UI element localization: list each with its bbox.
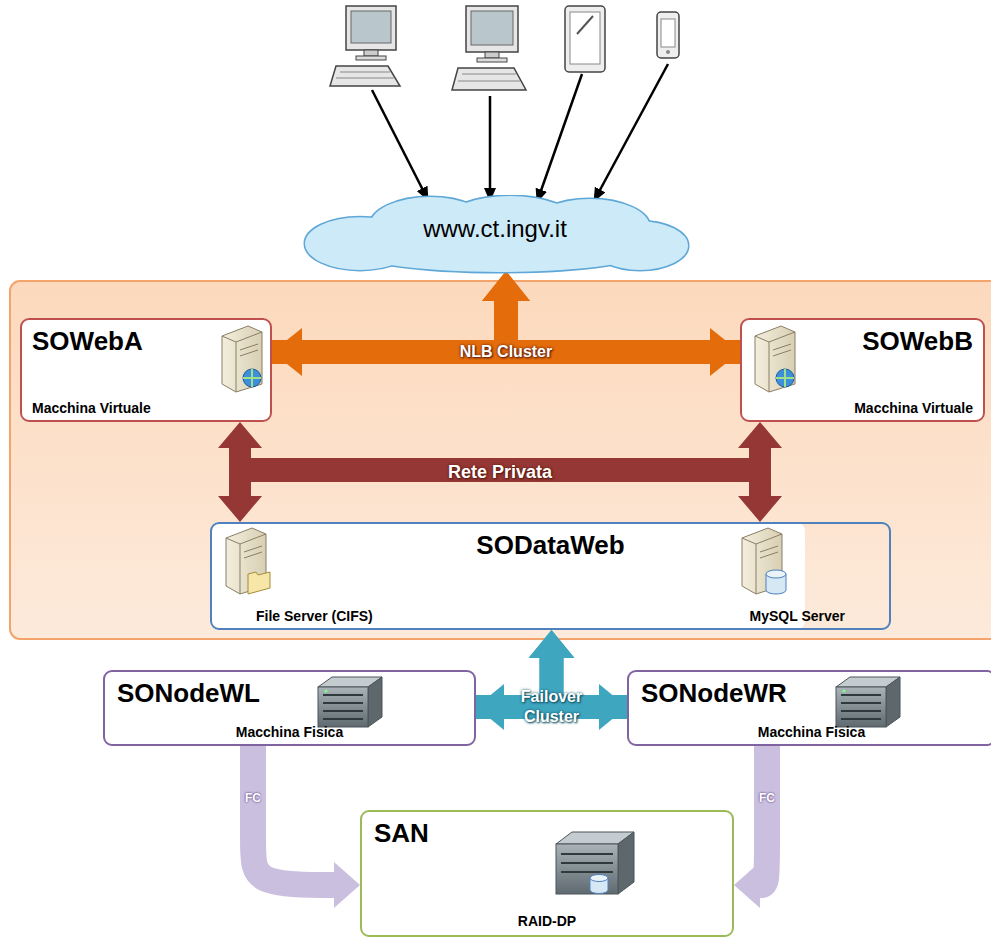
- site-address: www.ct.ingv.it: [300, 215, 690, 243]
- file-server-icon: [226, 528, 270, 594]
- web-server-icon: [222, 326, 262, 392]
- client-arrows: [372, 64, 668, 202]
- server-role: Macchina Fisica: [629, 724, 991, 740]
- database-server-icon: [742, 528, 786, 594]
- web-server-icon: [755, 326, 795, 392]
- smartphone-device: [657, 12, 679, 58]
- server-role: File Server (CIFS): [256, 608, 373, 624]
- server-role: Macchina Virtuale: [32, 400, 151, 416]
- physical-machine-box: SONodeWR Macchina Fisica: [627, 670, 991, 746]
- fibre-channel-arrow: [760, 746, 767, 885]
- rack-server-icon: [318, 677, 382, 727]
- storage-array-icon: [556, 832, 634, 894]
- link-type-label: FC: [245, 791, 261, 805]
- desktop-pc: [452, 6, 526, 90]
- private-network-bar: [240, 458, 760, 482]
- cluster-label: Failover Cluster: [512, 687, 592, 727]
- server-panel: [10, 281, 991, 639]
- server-name: SOWebB: [862, 326, 973, 356]
- rack-server-icon: [836, 677, 900, 727]
- server-name: SODataWeb: [212, 530, 889, 560]
- server-role: MySQL Server: [750, 608, 845, 624]
- cluster-label: Rete Privata: [448, 462, 552, 483]
- virtual-machine-box: SOWebB Macchina Virtuale: [740, 318, 985, 422]
- cloud-node: www.ct.ingv.it: [300, 195, 690, 274]
- server-name: SAN: [374, 818, 429, 848]
- cluster-arrow: [749, 448, 771, 496]
- server-name: SONodeWL: [117, 678, 260, 708]
- storage-box: SAN RAID-DP: [360, 810, 734, 937]
- virtual-machine-box: SOWebA Macchina Virtuale: [20, 318, 272, 422]
- server-role: Macchina Virtuale: [854, 400, 973, 416]
- clustered-service-box: SODataWebFile Server (CIFS) MySQL Server: [210, 522, 891, 630]
- tablet-device: [565, 6, 605, 72]
- fibre-channel-arrow: [253, 746, 334, 885]
- physical-machine-box: SONodeWL Macchina Fisica: [103, 670, 476, 746]
- desktop-pc: [330, 6, 400, 86]
- link-type-label: FC: [759, 791, 775, 805]
- server-role: RAID-DP: [362, 913, 732, 929]
- server-name: SONodeWR: [641, 678, 787, 708]
- cluster-label: NLB Cluster: [460, 343, 552, 361]
- box-fills: [20, 318, 985, 937]
- cluster-arrow: [229, 448, 251, 496]
- server-name: SOWebA: [32, 326, 143, 356]
- server-role: Macchina Fisica: [105, 724, 474, 740]
